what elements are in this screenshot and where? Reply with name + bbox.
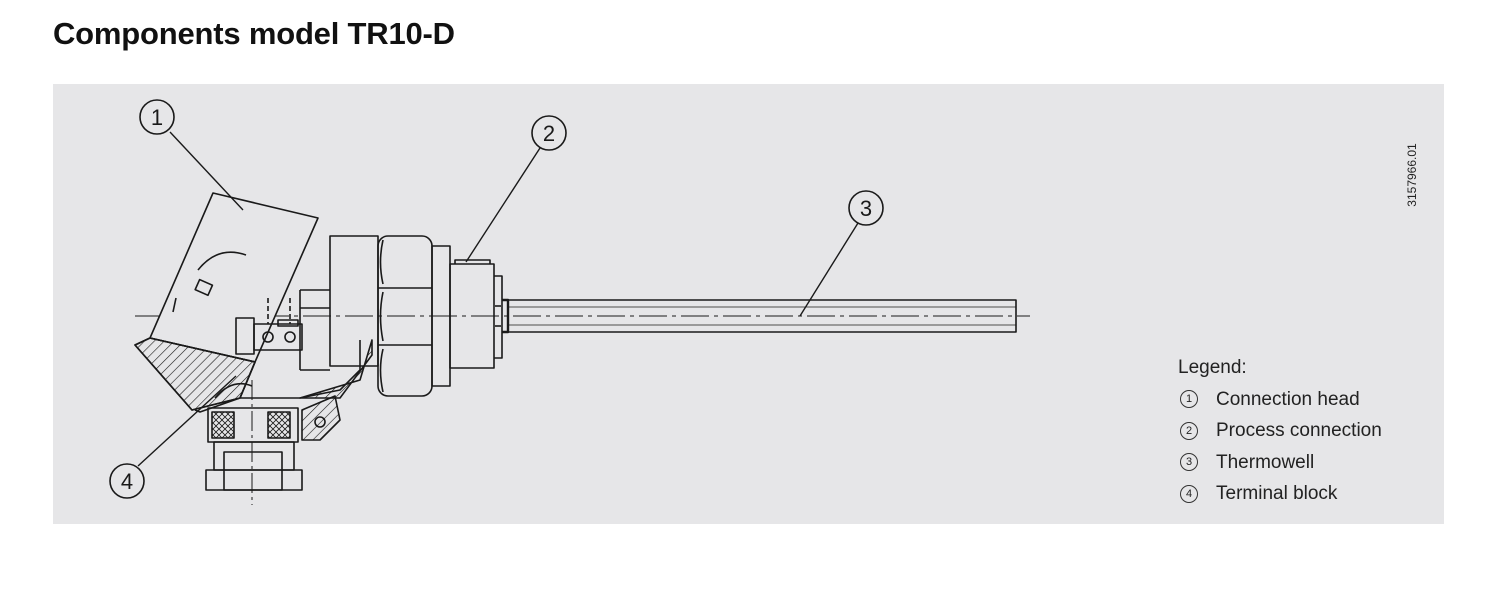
callout-1: 1	[139, 99, 175, 135]
callout-3: 3	[848, 190, 884, 226]
connection-head	[134, 192, 379, 413]
legend-number-4: 4	[1180, 484, 1198, 503]
document-number: 3157966.01	[1392, 120, 1432, 230]
svg-text:4: 4	[121, 469, 133, 494]
diagram-panel	[53, 84, 1444, 524]
cable-gland	[205, 395, 341, 491]
legend-label: Terminal block	[1216, 483, 1338, 504]
legend-item: 4 Terminal block	[1178, 478, 1382, 510]
thermowell	[507, 299, 1017, 333]
svg-text:1: 1	[151, 105, 163, 130]
callout-4: 4	[109, 463, 145, 499]
legend: Legend: 1 Connection head 2 Process conn…	[1178, 352, 1382, 510]
legend-number-3: 3	[1180, 453, 1198, 472]
legend-number-1: 1	[1180, 390, 1198, 409]
document-number-text: 3157966.01	[1405, 143, 1419, 207]
callout-2: 2	[531, 115, 567, 151]
legend-number-2: 2	[1180, 421, 1198, 440]
legend-label: Thermowell	[1216, 451, 1315, 473]
legend-label: Connection head	[1216, 388, 1360, 410]
page-title: Components model TR10-D	[53, 16, 455, 51]
process-connection	[449, 259, 510, 369]
legend-item: 1 Connection head	[1178, 384, 1382, 416]
legend-label: Process connection	[1216, 420, 1382, 441]
legend-item: 2 Process connection	[1178, 415, 1382, 447]
legend-title: Legend:	[1178, 357, 1247, 378]
svg-text:2: 2	[543, 121, 555, 146]
svg-text:3: 3	[860, 196, 872, 221]
legend-item: 3 Thermowell	[1178, 447, 1382, 479]
